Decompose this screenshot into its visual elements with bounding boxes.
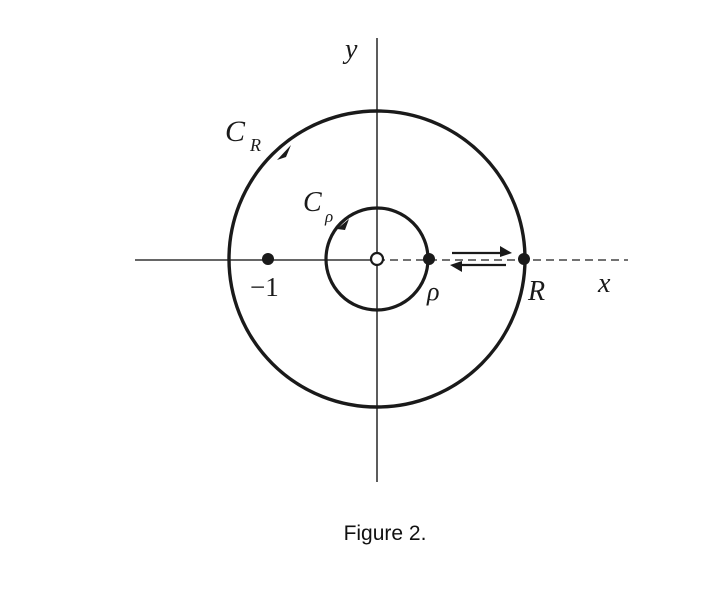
- point-rho: [423, 253, 435, 265]
- point-minus-one-label: −1: [250, 272, 279, 302]
- outer-contour-subscript: R: [249, 135, 261, 155]
- point-rho-label: ρ: [426, 277, 439, 306]
- path-arrow-right-icon: [500, 246, 512, 257]
- figure-caption: Figure 2.: [343, 522, 427, 545]
- inner-contour-label: C: [303, 187, 322, 218]
- outer-contour-label: C: [225, 115, 246, 148]
- path-arrow-left-icon: [450, 261, 462, 272]
- point-minus-one: [262, 253, 274, 265]
- outer-circle-arrow-icon: [277, 145, 291, 160]
- point-R: [518, 253, 530, 265]
- origin-hollow-point: [369, 251, 385, 267]
- point-R-label: R: [527, 276, 545, 307]
- x-axis-label: x: [597, 268, 611, 299]
- y-axis-label: y: [342, 34, 358, 65]
- inner-circle-arrow-icon: [337, 219, 349, 230]
- inner-contour-subscript: ρ: [324, 207, 333, 226]
